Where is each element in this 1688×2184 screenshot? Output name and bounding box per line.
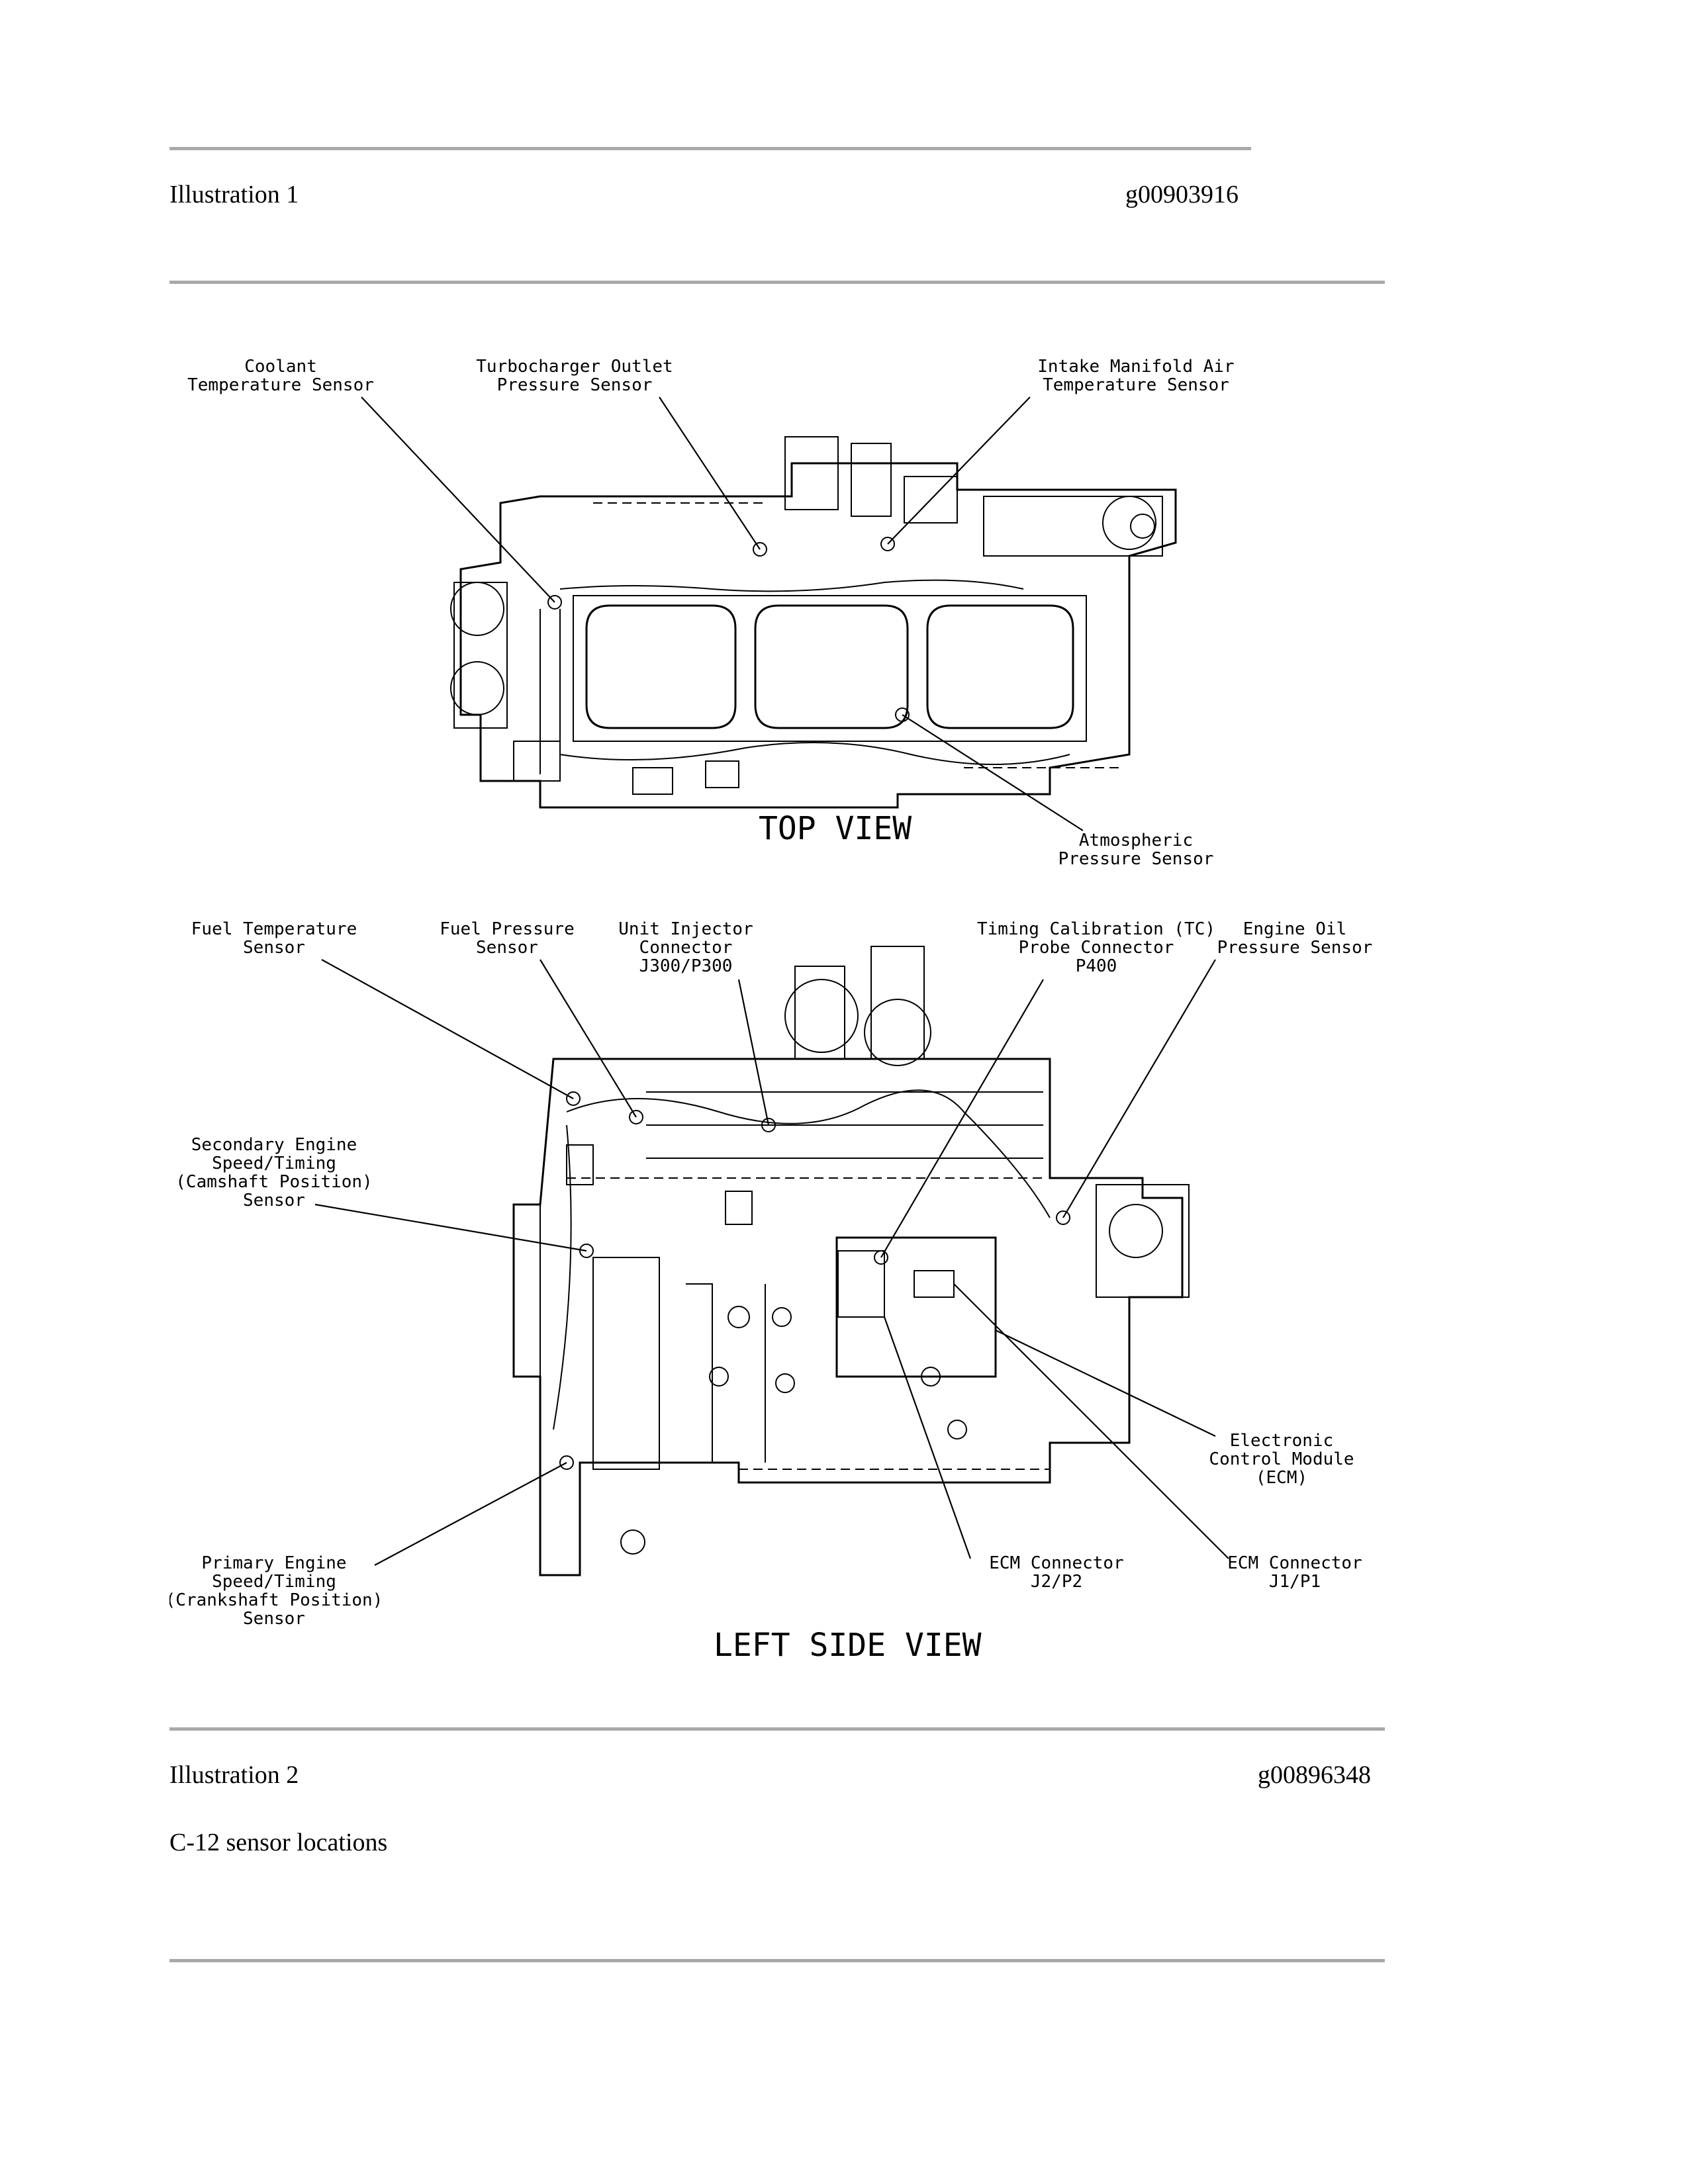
- leader-ecm-j2: [883, 1316, 972, 1559]
- label-engine-oil-line1: Engine Oil: [1243, 919, 1347, 939]
- label-ecm-j1-line1: ECM Connector: [1227, 1553, 1362, 1573]
- label-engine-oil-line2: Pressure Sensor: [1217, 938, 1373, 958]
- leader-coolant-temp: [361, 396, 555, 603]
- label-secondary-speed-line4: Sensor: [243, 1191, 305, 1210]
- engine-sensor-diagram: TOP VIEW Coolant Temperature Sensor Turb…: [169, 357, 1373, 1664]
- top-view-engine-drawing: [450, 436, 1177, 809]
- label-timing-calibration-line2: Probe Connector: [1019, 938, 1174, 958]
- label-primary-speed-line3: (Crankshaft Position): [169, 1590, 383, 1610]
- leader-timing-calibration: [880, 979, 1044, 1258]
- label-coolant-temp-line2: Temperature Sensor: [187, 375, 374, 395]
- label-turbo-outlet-line1: Turbocharger Outlet: [476, 357, 673, 377]
- label-timing-calibration-line1: Timing Calibration (TC): [977, 919, 1215, 939]
- leader-engine-oil: [1062, 959, 1216, 1218]
- top-divider: [169, 147, 1251, 150]
- label-secondary-speed-line2: Speed/Timing: [212, 1154, 336, 1173]
- label-unit-injector-line3: J300/P300: [639, 956, 733, 976]
- label-turbo-outlet-line2: Pressure Sensor: [497, 375, 653, 395]
- label-fuel-temp-line1: Fuel Temperature: [191, 919, 357, 939]
- ecm-module: [835, 1236, 997, 1378]
- label-fuel-temp-line2: Sensor: [243, 938, 305, 958]
- label-intake-manifold-line1: Intake Manifold Air: [1037, 357, 1234, 377]
- label-coolant-temp-line1: Coolant: [244, 357, 317, 377]
- leader-primary-speed: [374, 1462, 567, 1566]
- leader-ecm: [995, 1330, 1216, 1437]
- leader-atmospheric: [902, 714, 1084, 831]
- label-atmospheric-line1: Atmospheric: [1079, 831, 1193, 850]
- leader-ecm-j1: [953, 1283, 1229, 1559]
- label-ecm-line3: (ECM): [1256, 1468, 1307, 1488]
- label-fuel-pressure-line2: Sensor: [476, 938, 538, 958]
- top-view-title: TOP VIEW: [759, 810, 912, 847]
- leader-fuel-temp: [321, 959, 574, 1099]
- leader-fuel-pressure: [539, 959, 637, 1118]
- illustration-1-id: g00903916: [1125, 181, 1239, 208]
- label-ecm-line2: Control Module: [1209, 1449, 1354, 1469]
- illustration-2-id: g00896348: [1258, 1761, 1371, 1789]
- label-ecm-j2-line2: J2/P2: [1031, 1572, 1082, 1592]
- label-secondary-speed-line3: (Camshaft Position): [175, 1172, 372, 1192]
- illustration-2-top-divider: [169, 1727, 1385, 1731]
- illustration-2-label: Illustration 2: [169, 1761, 299, 1789]
- label-unit-injector-line2: Connector: [639, 938, 733, 958]
- label-fuel-pressure-line1: Fuel Pressure: [440, 919, 575, 939]
- illustration-1-label: Illustration 1: [169, 181, 299, 208]
- illustration-2-caption: C-12 sensor locations: [169, 1829, 388, 1856]
- label-secondary-speed-line1: Secondary Engine: [191, 1135, 357, 1155]
- bottom-divider: [169, 1959, 1385, 1962]
- label-ecm-line1: Electronic: [1230, 1431, 1334, 1451]
- left-side-view-engine-drawing: [512, 946, 1190, 1576]
- leader-secondary-speed: [314, 1203, 587, 1252]
- label-timing-calibration-line3: P400: [1076, 956, 1117, 976]
- leader-intake-manifold: [887, 396, 1031, 545]
- label-atmospheric-line2: Pressure Sensor: [1058, 849, 1214, 869]
- label-unit-injector-line1: Unit Injector: [618, 919, 753, 939]
- left-side-view-title: LEFT SIDE VIEW: [714, 1627, 982, 1664]
- label-ecm-j2-line1: ECM Connector: [989, 1553, 1124, 1573]
- label-primary-speed-line2: Speed/Timing: [212, 1572, 336, 1592]
- leader-turbo-outlet: [659, 396, 761, 550]
- label-ecm-j1-line2: J1/P1: [1269, 1572, 1321, 1592]
- label-primary-speed-line4: Sensor: [243, 1609, 305, 1629]
- leader-unit-injector: [737, 979, 770, 1126]
- illustration-1-divider: [169, 281, 1385, 284]
- label-primary-speed-line1: Primary Engine: [201, 1553, 346, 1573]
- label-intake-manifold-line2: Temperature Sensor: [1043, 375, 1229, 395]
